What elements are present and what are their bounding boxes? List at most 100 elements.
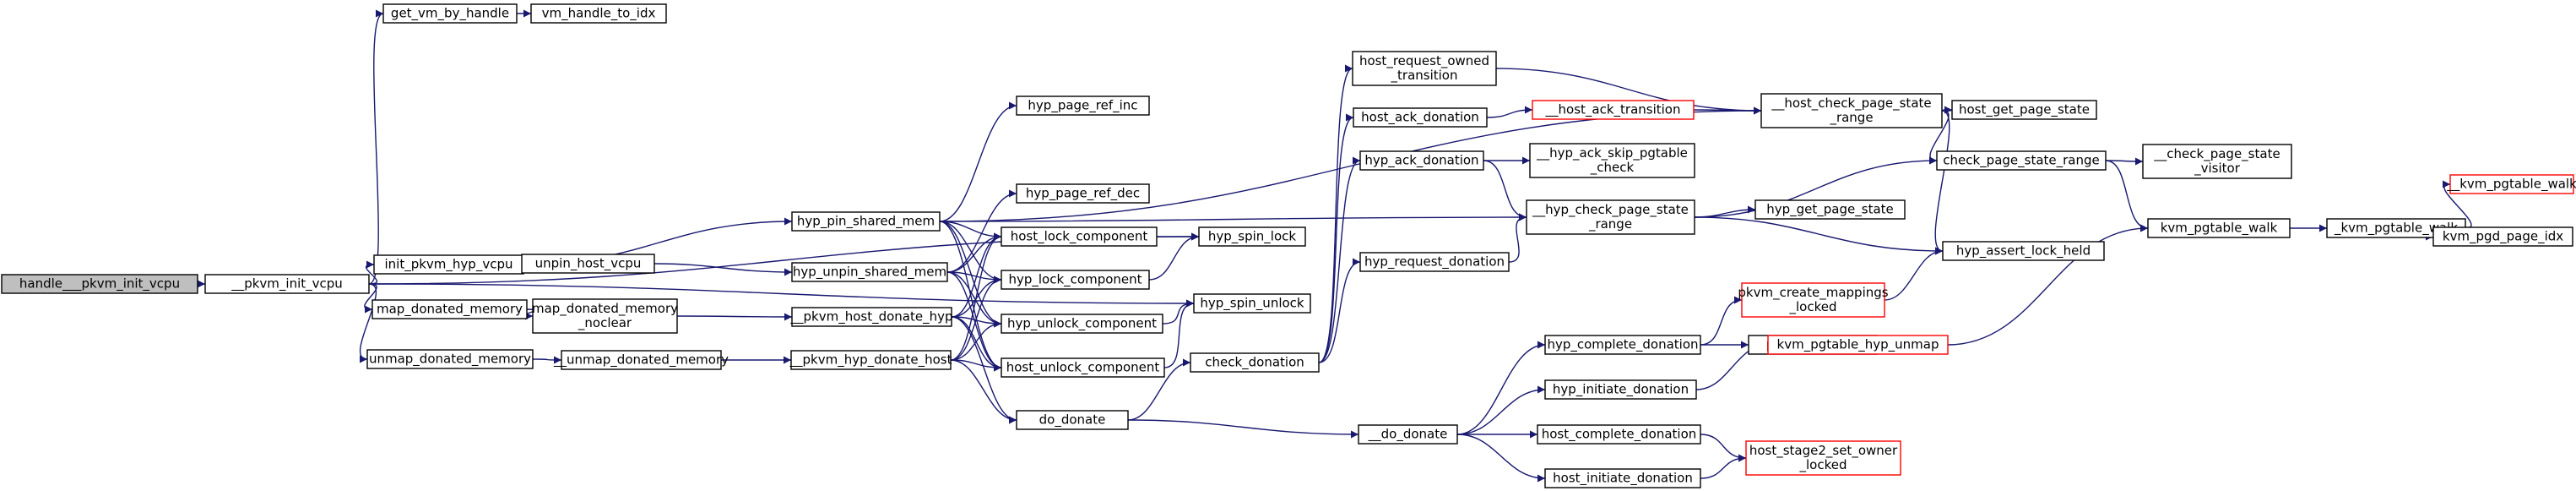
node-box <box>1016 183 1150 204</box>
edge-host_check_page_state_range-to-host_get_page_state <box>1941 106 1953 114</box>
node-host_request_owned_transition[interactable]: host_request_owned_transition <box>1352 51 1497 86</box>
node-hyp_assert_lock_held[interactable]: hyp_assert_lock_held <box>1942 241 2105 261</box>
node-host_complete_donation[interactable]: host_complete_donation <box>1537 424 1701 445</box>
node-label: __pkvm_hyp_donate_host <box>789 352 952 368</box>
node-label: host_initiate_donation <box>1553 471 1693 487</box>
edge-host_check_page_state_range-to-check_page_state_range <box>1928 110 1950 165</box>
node-box <box>1358 424 1458 445</box>
node-box <box>1529 143 1695 178</box>
node-handle_pkvm_init_vcpu[interactable]: handle___pkvm_init_vcpu <box>1 274 198 294</box>
edge-pkvm_create_mappings_locked-to-hyp_assert_lock_held <box>1884 247 1944 301</box>
node-do_donate_int[interactable]: __do_donate <box>1358 424 1458 445</box>
edge-layer <box>196 9 2472 483</box>
node-check_page_state_range[interactable]: check_page_state_range <box>1936 150 2107 171</box>
node-label: hyp_request_donation <box>1364 254 1505 270</box>
node-hyp_get_page_state[interactable]: hyp_get_page_state <box>1754 199 1906 220</box>
node-box <box>382 3 518 24</box>
node-label: host_request_owned <box>1359 53 1489 69</box>
node-kvm_pgtable_walk_int[interactable]: _kvm_pgtable_walk <box>2326 218 2466 238</box>
edge-do_donate-to-do_donate_int <box>1127 419 1359 439</box>
node-host_stage2_set_owner_locked[interactable]: host_stage2_set_owner_locked <box>1745 440 1901 476</box>
node-hyp_ack_donation[interactable]: hyp_ack_donation <box>1359 150 1484 171</box>
node-hyp_spin_lock[interactable]: hyp_spin_lock <box>1198 226 1306 247</box>
edge-pkvm_init_vcpu-to-hyp_spin_unlock <box>368 283 1195 308</box>
node-box <box>1741 282 1885 318</box>
node-host_unlock_component[interactable]: host_unlock_component <box>1001 357 1165 378</box>
edge-check_donation-to-host_request_owned_transition <box>1318 64 1353 363</box>
node-label: __hyp_check_page_state <box>1532 202 1689 218</box>
node-host_initiate_donation[interactable]: host_initiate_donation <box>1544 468 1701 488</box>
edge-host_initiate_donation-to-host_stage2_set_owner_locked <box>1700 454 1747 479</box>
node-label: hyp_page_ref_inc <box>1028 98 1137 114</box>
node-label: unpin_host_vcpu <box>535 256 642 272</box>
node-label: vm_handle_to_idx <box>542 6 656 22</box>
node-unmap_donated_memory_int[interactable]: __unmap_donated_memory <box>553 350 729 370</box>
node-hyp_request_donation[interactable]: hyp_request_donation <box>1359 252 1510 272</box>
node-check_page_state_visitor[interactable]: __check_page_state_visitor <box>2142 144 2292 179</box>
edge-hyp_pin_shared_mem-to-hyp_check_page_state_range <box>939 213 1527 222</box>
node-unmap_donated_memory[interactable]: unmap_donated_memory <box>366 349 534 369</box>
node-pkvm_host_donate_hyp[interactable]: __pkvm_host_donate_hyp <box>790 307 953 327</box>
node-box <box>366 349 534 369</box>
node-label: check_donation <box>1205 355 1304 371</box>
node-get_vm_by_handle[interactable]: get_vm_by_handle <box>382 3 518 24</box>
node-box <box>1190 352 1320 373</box>
node-host_check_page_state_range[interactable]: __host_check_page_state_range <box>1760 93 1943 128</box>
node-box <box>204 274 370 294</box>
node-label: __host_check_page_state <box>1771 95 1931 112</box>
node-host_get_page_state[interactable]: host_get_page_state <box>1951 100 2097 120</box>
node-kvm_pgd_page_idx[interactable]: kvm_pgd_page_idx <box>2432 226 2573 247</box>
node-pkvm_hyp_donate_host[interactable]: __pkvm_hyp_donate_host <box>789 350 952 370</box>
edge-host_ack_transition-to-host_check_page_state_range <box>1693 106 1762 115</box>
node-label: map_donated_memory <box>532 301 678 317</box>
edge-host_unlock_component-to-hyp_spin_unlock <box>1163 299 1195 368</box>
node-pkvm_init_vcpu[interactable]: __pkvm_init_vcpu <box>204 274 370 294</box>
node-map_donated_memory_noclear[interactable]: map_donated_memory_noclear <box>532 298 678 334</box>
edge-pkvm_hyp_donate_host-to-do_donate <box>950 359 1017 424</box>
node-layer: handle___pkvm_init_vcpu __pkvm_init_vcpu g… <box>1 3 2576 488</box>
node-hyp_check_page_state_range[interactable]: __hyp_check_page_state_range <box>1526 199 1695 235</box>
node-hyp_spin_unlock[interactable]: hyp_spin_unlock <box>1193 293 1311 314</box>
node-check_donation[interactable]: check_donation <box>1190 352 1320 373</box>
node-label: _noclear <box>578 315 632 331</box>
node-pkvm_create_mappings_locked[interactable]: pkvm_create_mappings_locked <box>1738 282 1889 318</box>
edge-unmap_donated_memory-to-unmap_donated_memory_int <box>532 356 562 364</box>
edge-do_donate_int-to-host_initiate_donation <box>1456 434 1546 483</box>
node-hyp_complete_donation[interactable]: hyp_complete_donation <box>1544 335 1701 355</box>
node-label: unmap_donated_memory <box>369 352 531 368</box>
node-box <box>1537 424 1701 445</box>
edge-host_complete_donation-to-host_stage2_set_owner_locked <box>1700 434 1747 462</box>
edge-check_donation-to-hyp_request_donation <box>1318 258 1361 363</box>
node-label: hyp_assert_lock_held <box>1956 243 2091 259</box>
node-label: __check_page_state <box>2153 146 2280 162</box>
node-host_ack_transition[interactable]: __host_ack_transition <box>1532 100 1695 120</box>
node-hyp_page_ref_dec[interactable]: hyp_page_ref_dec <box>1016 183 1150 204</box>
node-label: _range <box>1588 216 1632 232</box>
node-hyp_pin_shared_mem[interactable]: hyp_pin_shared_mem <box>791 211 941 232</box>
node-kvm_pgtable_walk_int2[interactable]: __kvm_pgtable_walk <box>2446 174 2576 194</box>
edge-pkvm_host_donate_hyp-to-do_donate <box>951 316 1017 424</box>
node-kvm_pgtable_hyp_unmap[interactable]: kvm_pgtable_hyp_unmap <box>1767 335 1949 355</box>
node-host_ack_donation[interactable]: host_ack_donation <box>1353 107 1488 128</box>
node-hyp_lock_component[interactable]: hyp_lock_component <box>1001 270 1150 290</box>
node-unpin_host_vcpu[interactable]: unpin_host_vcpu <box>521 254 655 274</box>
node-host_lock_component[interactable]: host_lock_component <box>1001 226 1158 247</box>
node-map_donated_memory[interactable]: map_donated_memory <box>371 299 528 319</box>
node-hyp_ack_skip_pgtable_check[interactable]: __hyp_ack_skip_pgtable_check <box>1529 143 1695 178</box>
node-label: kvm_pgtable_hyp_unmap <box>1777 337 1939 353</box>
node-label: kvm_pgd_page_idx <box>2443 229 2563 245</box>
node-kvm_pgtable_walk[interactable]: kvm_pgtable_walk <box>2147 218 2291 238</box>
node-hyp_unpin_shared_mem[interactable]: hyp_unpin_shared_mem <box>791 262 948 282</box>
node-vm_handle_to_idx[interactable]: vm_handle_to_idx <box>530 3 667 24</box>
node-label: kvm_pgtable_walk <box>2161 221 2278 237</box>
node-do_donate[interactable]: do_donate <box>1016 410 1129 430</box>
node-hyp_initiate_donation[interactable]: hyp_initiate_donation <box>1544 379 1697 400</box>
edge-host_check_page_state_range-to-hyp_assert_lock_held <box>1934 110 1950 255</box>
node-hyp_unlock_component[interactable]: hyp_unlock_component <box>1001 314 1163 334</box>
node-box <box>1544 468 1701 488</box>
node-hyp_page_ref_inc[interactable]: hyp_page_ref_inc <box>1016 95 1150 116</box>
node-init_pkvm_hyp_vcpu[interactable]: init_pkvm_hyp_vcpu <box>373 254 524 275</box>
node-label: host_complete_donation <box>1542 427 1697 443</box>
node-label: host_stage2_set_owner <box>1749 443 1898 459</box>
node-box <box>1532 100 1695 120</box>
